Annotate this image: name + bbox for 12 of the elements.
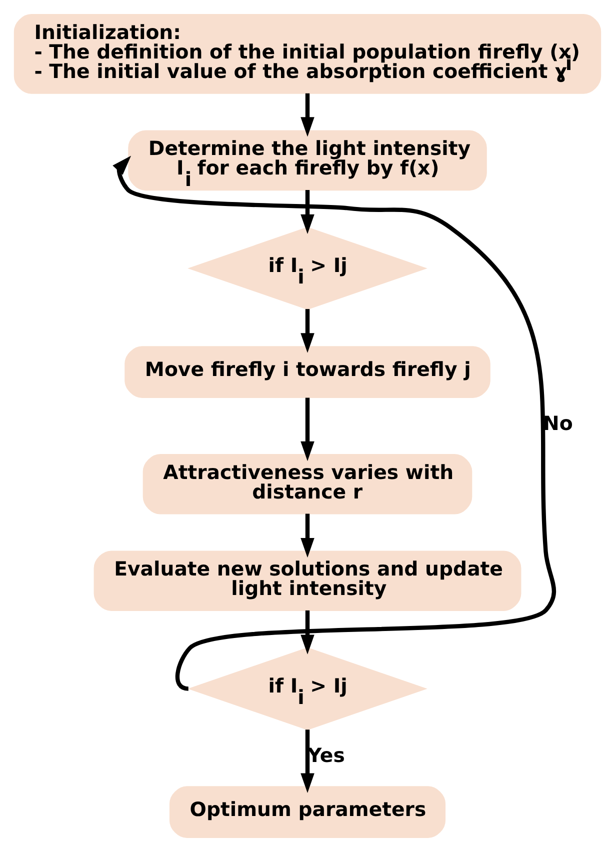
arrow [300,729,314,792]
arrow [300,610,314,654]
node-box: Optimum parameters [169,786,446,838]
edge-label: Yes [308,743,345,766]
arrow [300,92,314,136]
arrow [300,308,314,352]
arrow [300,397,314,461]
node-box: Evaluate new solutions and update light intensity [94,550,522,610]
arrow [300,513,314,558]
arrow [300,190,314,234]
node-box: Move firefly i towards firefly j [124,346,490,398]
node-box: Attractiveness varies with distance r [142,454,472,514]
